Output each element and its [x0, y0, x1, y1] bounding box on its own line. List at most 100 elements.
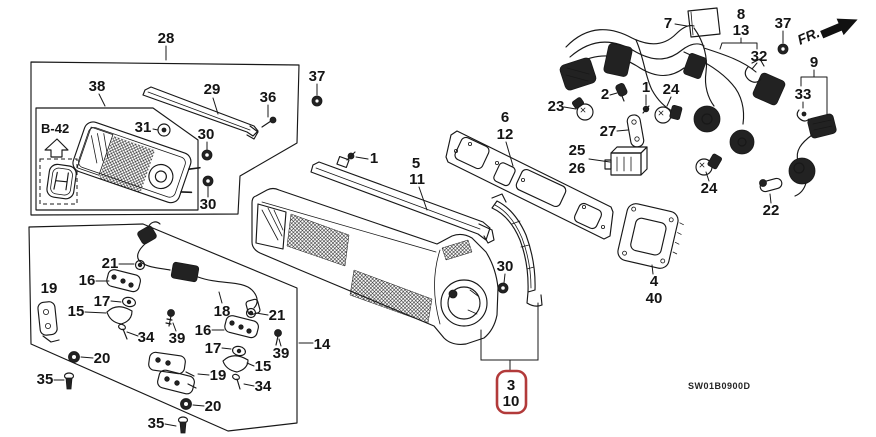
part-label-17-43: 17 [205, 340, 222, 357]
part-label-14-32: 14 [314, 336, 331, 353]
part-label-4-29: 4 [650, 273, 659, 290]
grommet-30-upper [201, 149, 213, 161]
part-label-34-38: 34 [138, 329, 155, 346]
screw-36 [261, 116, 277, 128]
part-label-29-2: 29 [204, 81, 221, 98]
part-label-37-4: 37 [309, 68, 326, 85]
part-label-19-49: 19 [210, 367, 227, 384]
part-drawing-3-10-taillight [251, 187, 499, 345]
part-label-31-5: 31 [135, 119, 152, 136]
cable-18 [137, 221, 261, 316]
screw-39-left [165, 309, 175, 327]
part-drawing-seal-strip [491, 193, 543, 307]
screw-34-right [232, 373, 241, 390]
part-label-37-23: 37 [775, 15, 792, 32]
grommet-37-left [311, 95, 323, 107]
bracket-19-left [37, 301, 60, 343]
bulb-2 [615, 83, 628, 102]
screw-35-left [63, 372, 75, 390]
sub-boundary-box-38 [35, 107, 199, 211]
part-label-28-0: 28 [158, 30, 175, 47]
part-label-25-18: 25 [569, 142, 586, 159]
part-label-26-19: 26 [569, 160, 586, 177]
grommet-20-left [68, 351, 80, 363]
part-label-9-25: 9 [810, 54, 818, 71]
b42-reference-label: B-42 [41, 121, 69, 136]
part-label-39-44: 39 [273, 345, 290, 362]
part-label-35-51: 35 [148, 415, 165, 432]
part-label-13-22: 13 [733, 22, 750, 39]
fr-label: FR. [795, 24, 822, 48]
drawing-code: SW01B0900D [688, 381, 751, 391]
part-label-34-46: 34 [255, 378, 272, 395]
grommet-20-lower [180, 398, 192, 410]
b42-reference-arrow [44, 138, 69, 158]
part-label-22-28: 22 [763, 202, 780, 219]
part-drawing-8-13-wire-harness [559, 24, 786, 155]
highlight-callout-3-10 [480, 302, 539, 415]
part-label-16-42: 16 [195, 322, 212, 339]
clip-33 [796, 109, 810, 122]
part-label-15-37: 15 [68, 303, 85, 320]
bulb-22 [759, 177, 783, 193]
part-label-36-3: 36 [260, 89, 277, 106]
grommet-31 [157, 123, 171, 137]
highlight-red-box [495, 369, 528, 415]
part-label-8-21: 8 [737, 6, 745, 23]
part-label-38-1: 38 [89, 78, 106, 95]
part-label-40-30: 40 [646, 290, 663, 307]
fr-arrow-icon [820, 18, 858, 39]
part-label-7-20: 7 [664, 15, 672, 32]
part-label-1-15: 1 [642, 79, 650, 96]
bracket-19-lower [148, 351, 197, 395]
part-label-35-48: 35 [37, 371, 54, 388]
bracket-16-right [224, 315, 259, 339]
screw-1-harness [642, 105, 650, 114]
screw-1-strip [346, 151, 356, 161]
part-drawing-29-molding-strip [142, 86, 259, 140]
part-label-12-12: 12 [497, 126, 514, 143]
clip-32 [744, 58, 765, 83]
cover-15-right [222, 355, 249, 373]
assembly-boundary-box-14 [28, 223, 298, 432]
part-label-17-36: 17 [94, 293, 111, 310]
part-drawing-9-sub-harness [788, 113, 837, 197]
clip-17-left [121, 296, 137, 308]
part-label-5-9: 5 [412, 155, 420, 172]
screw-34-left [118, 323, 128, 340]
part-label-2-14: 2 [601, 86, 609, 103]
part-label-20-50: 20 [205, 398, 222, 415]
clip-17-right [231, 345, 247, 357]
grommet-30-lower [202, 175, 214, 187]
bulb-23 [571, 97, 594, 121]
fr-direction-indicator: FR. [795, 18, 858, 48]
screw-39-right [274, 329, 282, 346]
cover-15-left [106, 306, 133, 325]
part-drawing-4-40-gasket [617, 203, 684, 269]
bulb-24-upper [654, 104, 683, 124]
grommet-21-left [134, 259, 146, 271]
part-label-21-33: 21 [102, 255, 119, 272]
part-label-3-52: 3 [507, 377, 515, 394]
part-label-10-53: 10 [503, 393, 520, 410]
emblem-dashed-box [39, 158, 78, 205]
part-label-27-17: 27 [600, 123, 617, 140]
leader-lines [53, 23, 828, 427]
grommet-37-right [777, 43, 789, 55]
part-label-24-27: 24 [701, 180, 718, 197]
part-drawing-6-12-gasket [445, 130, 614, 240]
part-drawing-38-lamp-unit [72, 121, 201, 204]
part-label-15-45: 15 [255, 358, 272, 375]
part-drawing-5-11-garnish-strip [310, 155, 495, 244]
assembly-boundary-box-28 [30, 61, 300, 216]
part-label-6-11: 6 [501, 109, 509, 126]
screw-35-lower [177, 416, 189, 434]
part-label-16-34: 16 [79, 272, 96, 289]
part-label-11-10: 11 [409, 171, 425, 188]
part-label-19-35: 19 [41, 280, 58, 297]
part-label-30-6: 30 [198, 126, 215, 143]
part-label-23-13: 23 [548, 98, 565, 115]
